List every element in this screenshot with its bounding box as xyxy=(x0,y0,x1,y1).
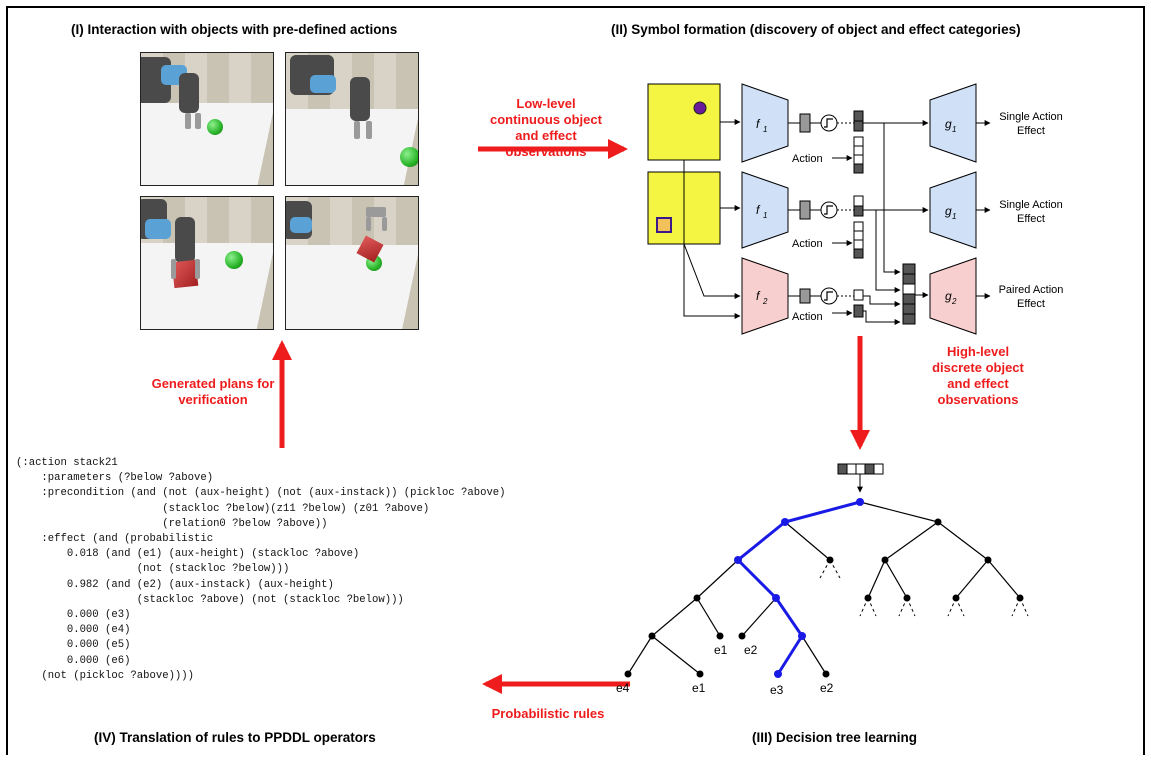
decoder-g1-bottom xyxy=(929,171,977,249)
object-cube-icon xyxy=(656,217,672,233)
ppddl-operator-code: (:action stack21 :parameters (?below ?ab… xyxy=(16,457,506,682)
decoder-g1-top xyxy=(929,83,977,163)
tree-selected-path xyxy=(736,500,861,675)
decision-tree: e4 e1 e1 e2 e3 e2 xyxy=(616,463,1029,697)
svg-text:1: 1 xyxy=(763,211,767,220)
action-label-1: Action xyxy=(792,153,823,165)
leaf-label-e1a: e1 xyxy=(692,681,706,695)
f1-label-top: f xyxy=(756,117,761,131)
leaf-label-e2a: e2 xyxy=(744,643,758,657)
latent-mid xyxy=(799,200,811,220)
leaf-label-e1b: e1 xyxy=(714,643,728,657)
encoder-f1-top xyxy=(741,83,789,163)
svg-text:1: 1 xyxy=(952,125,956,134)
sim-frame-2 xyxy=(285,52,419,186)
action-label-3: Action xyxy=(792,311,823,323)
input-object-image-1 xyxy=(647,83,721,161)
binarize-op-mid xyxy=(820,201,838,219)
f2-label: f xyxy=(756,289,761,303)
sim-frame-4 xyxy=(285,196,419,330)
decoder-g2 xyxy=(929,257,977,335)
action-label-2: Action xyxy=(792,238,823,250)
g1-label-top: g xyxy=(945,117,952,131)
binarize-op-bottom xyxy=(820,287,838,305)
effect-label-1a: Single Action xyxy=(999,111,1063,123)
g1-label-bottom: g xyxy=(945,204,952,218)
encoder-f1-bottom xyxy=(741,171,789,249)
panel-title-decision-tree: (III) Decision tree learning xyxy=(752,730,918,745)
effect-label-1b: Effect xyxy=(1017,125,1045,137)
panel-title-symbol-formation: (II) Symbol formation (discovery of obje… xyxy=(611,22,1021,37)
object-sphere-icon xyxy=(693,101,707,115)
panel-title-interaction: (I) Interaction with objects with pre-de… xyxy=(71,22,398,37)
svg-text:2: 2 xyxy=(951,297,957,306)
binarize-op-top xyxy=(820,114,838,132)
leaf-label-e3: e3 xyxy=(770,683,784,697)
effect-label-3a: Paired Action xyxy=(999,284,1064,296)
effect-label-2b: Effect xyxy=(1017,213,1045,225)
effect-label-2a: Single Action xyxy=(999,199,1063,211)
sim-frame-3 xyxy=(140,196,274,330)
leaf-label-e4: e4 xyxy=(616,681,630,695)
panel-title-ppddl: (IV) Translation of rules to PPDDL opera… xyxy=(94,730,376,745)
svg-text:1: 1 xyxy=(763,125,767,134)
effect-label-3b: Effect xyxy=(1017,298,1045,310)
svg-text:1: 1 xyxy=(952,212,956,221)
latent-top xyxy=(799,113,811,133)
g2-label: g xyxy=(945,289,952,303)
latent-bottom xyxy=(799,288,811,304)
f1-label-bottom: f xyxy=(756,203,761,217)
figure-frame xyxy=(6,6,1145,755)
svg-text:2: 2 xyxy=(762,297,768,306)
sim-frame-1 xyxy=(140,52,274,186)
label-probabilistic-rules: Probabilistic rules xyxy=(491,706,605,721)
encoder-f2 xyxy=(741,257,789,335)
leaf-label-e2b: e2 xyxy=(820,681,834,695)
